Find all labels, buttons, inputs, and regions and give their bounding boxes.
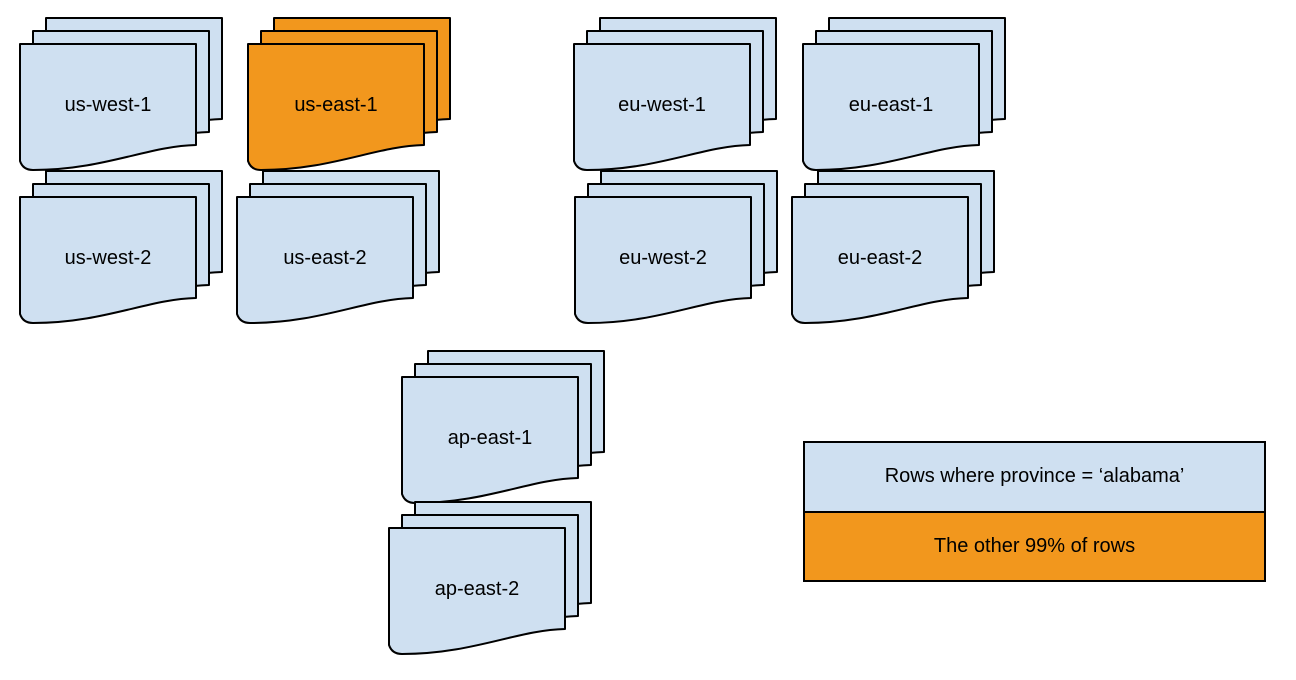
document-stack-icon [574,170,778,324]
document-stack-icon [19,17,223,171]
document-stack-icon [401,350,605,504]
document-stack-icon [573,17,777,171]
region-stack-ap-east-2: ap-east-2 [387,500,593,656]
legend-item-label: The other 99% of rows [933,534,1136,557]
legend-item-other-rows: The other 99% of rows [805,512,1264,580]
legend-item-label: Rows where province = ‘alabama’ [884,465,1185,488]
document-stack-icon [19,170,223,324]
document-stack-icon [802,17,1006,171]
region-stack-us-east-1: us-east-1 [246,16,452,172]
region-stack-us-west-2: us-west-2 [18,169,224,325]
document-stack-icon [388,501,592,655]
document-stack-icon [236,170,440,324]
region-stack-eu-west-2: eu-west-2 [573,169,779,325]
region-stack-eu-west-1: eu-west-1 [572,16,778,172]
region-stack-eu-east-1: eu-east-1 [801,16,1007,172]
region-stack-eu-east-2: eu-east-2 [790,169,996,325]
region-stack-us-west-1: us-west-1 [18,16,224,172]
region-stack-ap-east-1: ap-east-1 [400,349,606,505]
region-stack-us-east-2: us-east-2 [235,169,441,325]
legend-item-alabama-rows: Rows where province = ‘alabama’ [805,443,1264,513]
document-stack-icon [247,17,451,171]
legend: Rows where province = ‘alabama’ The othe… [803,441,1266,582]
document-stack-icon [791,170,995,324]
